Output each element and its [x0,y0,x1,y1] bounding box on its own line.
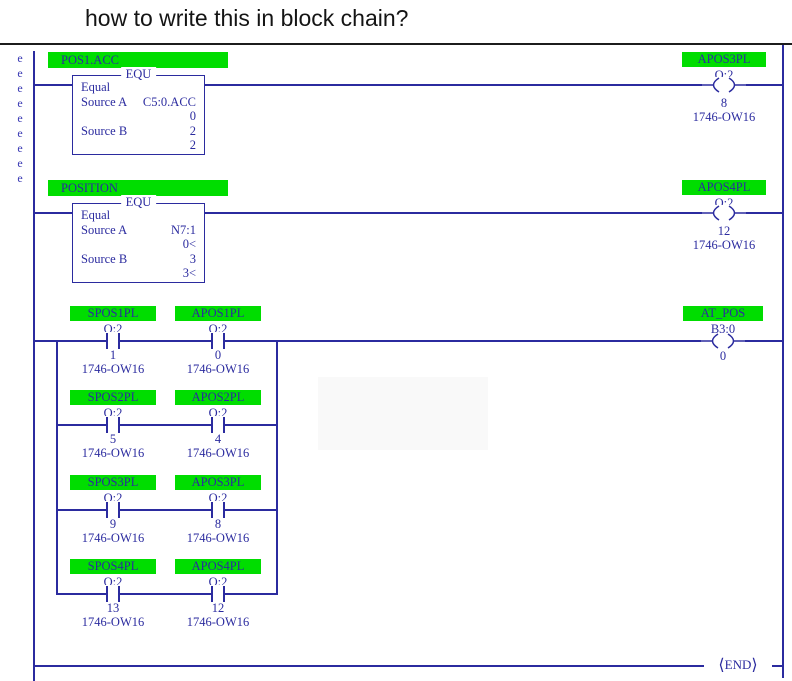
contact-bit: 1 [109,348,117,362]
equ-param-key: Source A [81,222,128,237]
rung1-tag-label[interactable]: POS1.ACC [48,52,228,68]
margin-e-char: e [17,66,23,80]
contact-bit: 9 [109,517,117,531]
ladder-left-rail [33,51,35,681]
equ-body: Equal Source A N7:1 0< Source B 3 3< [73,204,204,281]
contact-module: 1746-OW16 [186,615,250,629]
end-bracket-left-icon: ⟨ [718,655,725,674]
contact-bit: 8 [214,517,222,531]
xic-contact-icon[interactable] [206,501,230,519]
rung3-branch4-wire [57,593,278,595]
xic-contact-icon[interactable] [206,585,230,603]
contact-label[interactable]: SPOS3PL [70,475,156,490]
equ-name: Equal [81,80,111,94]
contact-module: 1746-OW16 [186,531,250,545]
rung1-output-coil-icon[interactable] [702,77,746,93]
contact-label[interactable]: APOS1PL [175,306,261,321]
equ-param-value: 2 [189,138,196,152]
rung3-branch2-wire [57,424,278,426]
xic-contact-icon[interactable] [101,416,125,434]
contact-module: 1746-OW16 [81,531,145,545]
rung2-tag-label[interactable]: POSITION [48,180,228,196]
rung2-output-coil-icon[interactable] [702,205,746,221]
equ-mnemonic: EQU [120,67,157,81]
equ-body: Equal Source A C5:0.ACC 0 Source B 2 2 [73,76,204,153]
xic-contact-icon[interactable] [206,416,230,434]
rung2-output-module: 1746-OW16 [692,238,756,252]
xic-contact-icon[interactable] [206,332,230,350]
contact-bit: 5 [109,432,117,446]
contact-module: 1746-OW16 [81,615,145,629]
rung2-output-bit: 12 [717,224,731,238]
contact-bit: 0 [214,348,222,362]
end-coil[interactable]: ⟨ END ⟩ [704,656,772,674]
equ-param-key: Source A [81,94,128,109]
rung3-main-wire [33,340,783,342]
rung3-output-label[interactable]: AT_POS [683,306,763,321]
page-title: how to write this in block chain? [85,5,409,31]
rung3-branch3-wire [57,509,278,511]
margin-e-char: e [17,171,23,185]
faint-artifact [318,377,488,450]
contact-bit: 4 [214,432,222,446]
margin-e-column: e e e e e e e e e [13,51,27,186]
rung1-wire [33,84,783,86]
equ-param-key: Source B [81,251,128,266]
header-rule [0,43,792,45]
contact-label[interactable]: APOS3PL [175,475,261,490]
rung2-wire [33,212,783,214]
margin-e-char: e [17,81,23,95]
rung3-output-coil-icon[interactable] [701,333,745,349]
equ-param-value: 3 [189,251,196,266]
rung1-output-bit: 8 [720,96,728,110]
end-label: END [724,657,752,672]
rung3-output-bit: 0 [719,349,727,363]
equ-param-value: C5:0.ACC [142,94,196,109]
rung2-equ-block[interactable]: EQU Equal Source A N7:1 0< Source B 3 3< [72,195,205,283]
contact-label[interactable]: SPOS2PL [70,390,156,405]
xic-contact-icon[interactable] [101,332,125,350]
end-rung-wire [33,665,783,667]
rung3-output-address: B3:0 [710,322,736,336]
equ-param-value: N7:1 [171,222,196,237]
contact-module: 1746-OW16 [186,446,250,460]
contact-label[interactable]: SPOS4PL [70,559,156,574]
contact-label[interactable]: APOS2PL [175,390,261,405]
equ-param-value: 0 [189,109,196,123]
xic-contact-icon[interactable] [101,501,125,519]
rung1-output-module: 1746-OW16 [692,110,756,124]
rung3-branch-left-rail [56,340,58,595]
rung1-equ-block[interactable]: EQU Equal Source A C5:0.ACC 0 Source B 2… [72,67,205,155]
equ-name: Equal [81,208,111,222]
margin-e-char: e [17,111,23,125]
end-bracket-right-icon: ⟩ [751,655,758,674]
rung2-output-label[interactable]: APOS4PL [682,180,766,195]
rung3-branch-right-rail [276,340,278,595]
equ-param-value: 2 [189,123,196,138]
contact-module: 1746-OW16 [81,362,145,376]
contact-bit: 13 [106,601,120,615]
margin-e-char: e [17,141,23,155]
margin-e-char: e [17,51,23,65]
ladder-right-rail [782,45,784,678]
equ-param-key: Source B [81,123,128,138]
xic-contact-icon[interactable] [101,585,125,603]
contact-module: 1746-OW16 [186,362,250,376]
margin-e-char: e [17,156,23,170]
equ-mnemonic: EQU [120,195,157,209]
contact-label[interactable]: APOS4PL [175,559,261,574]
contact-module: 1746-OW16 [81,446,145,460]
contact-label[interactable]: SPOS1PL [70,306,156,321]
contact-bit: 12 [211,601,225,615]
margin-e-char: e [17,96,23,110]
margin-e-char: e [17,126,23,140]
equ-param-value: 3< [182,266,196,280]
equ-param-value: 0< [182,237,196,251]
rung1-output-label[interactable]: APOS3PL [682,52,766,67]
